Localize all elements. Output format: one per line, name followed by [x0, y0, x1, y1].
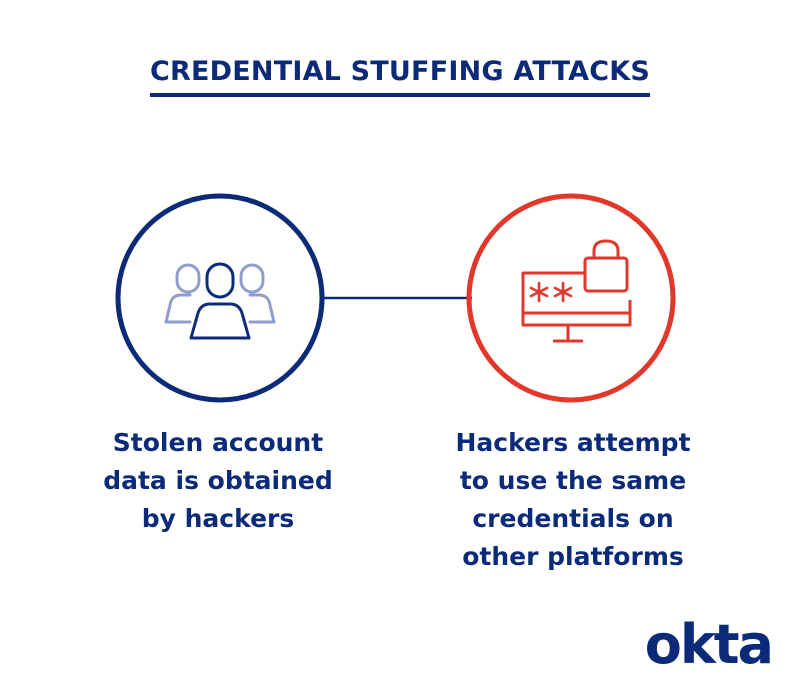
monitor-icon	[521, 271, 632, 343]
page-title: CREDENTIAL STUFFING ATTACKS	[150, 56, 650, 97]
padlock-icon	[583, 239, 629, 293]
okta-logo: okta	[644, 613, 774, 676]
user-left-icon	[164, 263, 201, 324]
step-2-circle	[466, 193, 676, 403]
step-1-circle	[115, 193, 325, 403]
title-container: CREDENTIAL STUFFING ATTACKS	[0, 56, 800, 97]
step-2-caption: Hackers attempt to use the same credenti…	[455, 428, 691, 571]
password-asterisks-icon	[529, 281, 573, 303]
step-1-caption: Stolen account data is obtained by hacke…	[103, 428, 333, 533]
user-group-icon	[164, 262, 276, 340]
user-center-icon	[189, 262, 251, 340]
user-right-icon	[239, 263, 276, 324]
locked-monitor-password-icon	[521, 239, 632, 343]
